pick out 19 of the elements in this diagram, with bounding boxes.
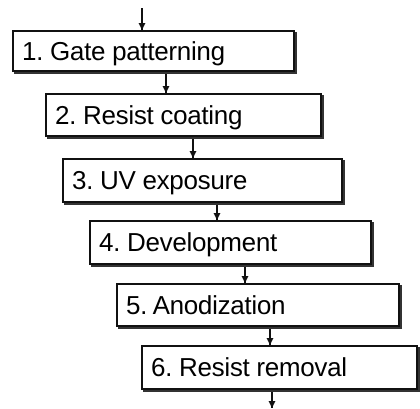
step-label: 4. Development	[99, 227, 277, 258]
arrow	[268, 390, 276, 408]
process-box	[141, 345, 418, 390]
step-label: 6. Resist removal	[151, 352, 347, 383]
process-box	[62, 158, 343, 203]
arrow	[242, 265, 248, 283]
arrow	[190, 137, 196, 158]
arrow	[162, 72, 170, 93]
step-label: 1. Gate patterning	[22, 36, 225, 66]
step-label: 3. UV exposure	[72, 165, 248, 196]
arrow	[138, 8, 146, 30]
process-box	[12, 30, 295, 72]
arrow	[214, 203, 220, 220]
process-box	[45, 93, 322, 137]
step-label: 2. Resist coating	[55, 100, 242, 130]
process-box	[116, 283, 400, 327]
step-label: 5. Anodization	[126, 290, 286, 320]
arrow	[266, 327, 274, 345]
process-box	[89, 220, 372, 265]
